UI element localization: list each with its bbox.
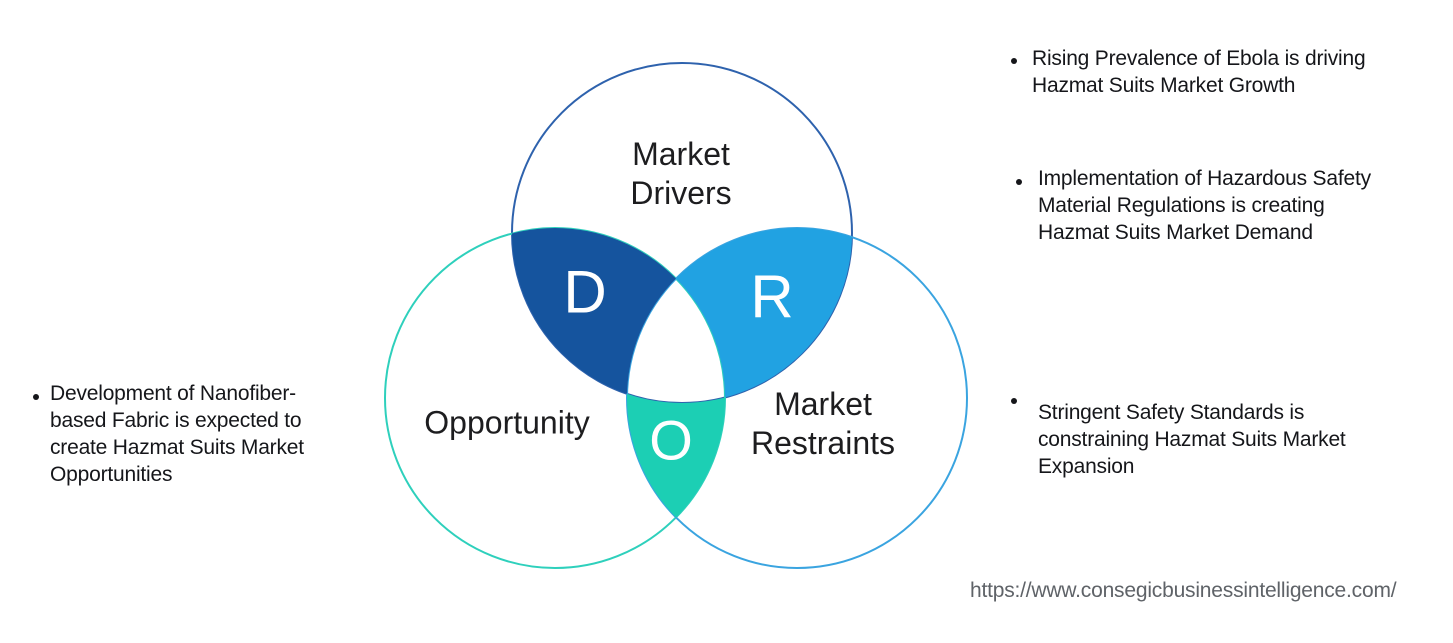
bullet-icon	[1011, 58, 1017, 64]
source-url: https://www.consegicbusinessintelligence…	[970, 579, 1397, 602]
overlap-o-letter: O	[649, 408, 693, 472]
overlap-r-letter: R	[750, 263, 794, 331]
opportunity-label: Opportunity	[424, 404, 590, 441]
bullet-icon	[1016, 179, 1022, 185]
bullet-icon	[33, 394, 39, 400]
overlap-d-letter: D	[563, 258, 607, 326]
note-opportunity-driver: Development of Nanofiber-based Fabric is…	[50, 382, 304, 486]
bullet-icon	[1011, 398, 1017, 404]
